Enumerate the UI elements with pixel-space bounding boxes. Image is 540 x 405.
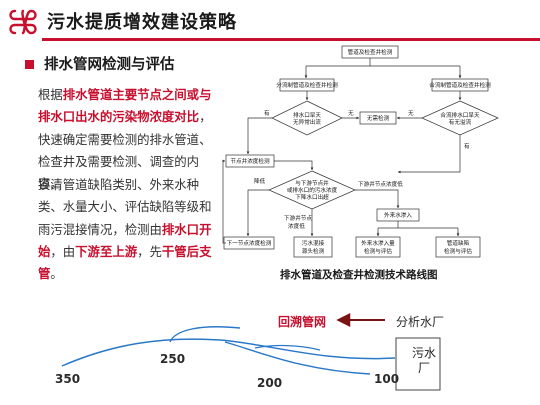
- node-source-line1: 污水混接: [302, 239, 325, 247]
- pipe-network-sketch: [61, 313, 441, 391]
- edge-next-loop: [222, 159, 226, 244]
- num-350: 350: [55, 372, 81, 386]
- node-pipe-def-box: [435, 236, 481, 258]
- node-ext-vol-box: [355, 236, 401, 258]
- pipe-branch-upper: [169, 326, 241, 343]
- num-250: 250: [160, 352, 186, 366]
- node-no-detect-label: 无需检测: [367, 114, 390, 122]
- node-sep-check-label: 分流制管道及检查井检测: [276, 81, 338, 89]
- edge-label-yes-left: 有: [264, 109, 270, 117]
- para2-highlight-2: 下游至上游: [75, 243, 138, 259]
- node-next-label: 下一节点浓度检测: [227, 239, 272, 247]
- edge-label-no-mid: 无: [348, 110, 354, 117]
- edge-judge-lower: [246, 189, 269, 237]
- para1-text-1: 根据: [38, 87, 63, 102]
- num-100: 100: [374, 372, 400, 386]
- node-sep-decision: [271, 100, 343, 136]
- node-judge-line3: 下降水口出超: [295, 193, 329, 201]
- node-ext-vol-line1: 外来水渗入量: [361, 239, 395, 247]
- edge-label-yes-right: 有: [464, 142, 470, 150]
- header-divider: [42, 38, 540, 41]
- edge-conc-to-judge: [274, 160, 314, 171]
- para1-highlight: 排水管道主要节点之间或与排水口出水的污染物浓度对比: [38, 87, 212, 125]
- node-judge-line2: 或排水口的污水浓度: [287, 186, 338, 194]
- node-pipe-def-line1: 管道缺陷: [447, 239, 470, 247]
- node-ext-inflow-label: 外来水渗入: [384, 211, 412, 219]
- node-comb-q-line2: 有无溢流: [449, 118, 472, 126]
- edge-label-lower: 降低: [254, 177, 266, 185]
- detection-flowchart: 管道及检查井检测 分流制管道及检查井检测 合流制管道及检查井检测 排水口旱天 无…: [222, 45, 499, 258]
- para2-text-3: ，先: [137, 243, 162, 259]
- node-no-detect-box: [359, 111, 397, 125]
- edge-label-drop: 下游井节点: [284, 214, 312, 222]
- pipe-main-line: [61, 338, 396, 367]
- label-return-network: 回溯管网: [278, 315, 327, 329]
- node-comb-check-label: 合流制管道及检查井检测: [429, 81, 491, 89]
- edge-ext-split: [377, 221, 459, 236]
- node-sep-q-line2: 无异常出流: [293, 118, 321, 126]
- node-source-line2: 源头检测: [302, 247, 325, 255]
- para1-text-2: ，快速确定需要检测的排水管道、检查井及需要检测、调查的内容。: [38, 109, 212, 192]
- node-ext-vol-line2: 检测与评估: [364, 247, 392, 255]
- node-comb-q-line1: 合流排水口旱天: [440, 111, 480, 119]
- para2-highlight-3: 干管后支管: [38, 243, 212, 282]
- paragraph-intro: 根据排水管道主要节点之间或与排水口出水的污染物浓度对比，快速确定需要检测的排水管…: [38, 84, 222, 195]
- para2-highlight-1: 排水口开始: [38, 221, 212, 259]
- edge-label-no-right: 无: [408, 110, 414, 117]
- flowchart-caption: 排水管道及检查井检测技术路线图: [280, 269, 438, 281]
- page-title: 污水提质增效建设策略: [47, 12, 237, 33]
- wastewater-plant-box: [395, 337, 441, 391]
- edge-judge-rise: [355, 189, 400, 209]
- num-200: 200: [257, 376, 283, 390]
- node-conc-label: 节点井浓度检测: [230, 157, 270, 165]
- edge-label-rise: 下游井节点浓度低: [358, 180, 403, 188]
- knot-logo-icon: [9, 9, 37, 35]
- slide-header: 污水提质增效建设策略: [0, 0, 540, 44]
- section-title: 排水管网检测与评估: [44, 57, 175, 73]
- label-analyze-plant: 分析水厂: [396, 315, 445, 329]
- para2-text-1: 摸清管道缺陷类别、外来水种类、水量大小、评估缺陷等级和雨污混接情况，检测由: [38, 177, 212, 237]
- paragraph-method: 摸清管道缺陷类别、外来水种类、水量大小、评估缺陷等级和雨污混接情况，检测由排水口…: [38, 174, 222, 285]
- node-judge-line1: 与下游节点井: [295, 179, 329, 187]
- wastewater-plant-label: 污水厂: [411, 346, 436, 375]
- node-top-label: 管道及检查井检测: [348, 48, 393, 56]
- pipe-inlet-curve: [254, 344, 321, 351]
- edge-top-split: [305, 58, 461, 78]
- section-bullet-icon: [25, 60, 34, 69]
- node-sep-q-line1: 排水口旱天: [293, 111, 321, 119]
- pipe-branch-lower: [224, 341, 371, 375]
- para2-text-2: ，由: [50, 243, 76, 259]
- edge-label-drop2: 浓度低: [288, 222, 305, 230]
- node-source-box: [293, 236, 333, 258]
- para2-text-4: 。: [50, 266, 63, 282]
- edge-sep-yes: [246, 117, 272, 155]
- edge-comb-yes: [397, 135, 461, 174]
- node-pipe-def-line2: 检测与评估: [444, 247, 472, 255]
